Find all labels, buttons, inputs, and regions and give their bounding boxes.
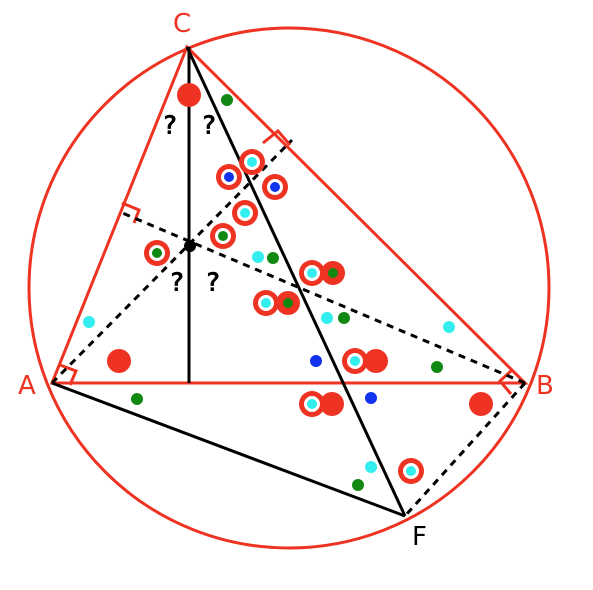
orthocenter-dot xyxy=(184,240,196,252)
green-dot xyxy=(221,94,233,106)
green-dot xyxy=(338,312,350,324)
ringed-dot xyxy=(342,348,368,374)
red-dot xyxy=(469,392,493,416)
vertex-label-a: A xyxy=(18,371,36,401)
ringed-dot xyxy=(299,391,325,417)
right-angle-icon xyxy=(262,128,292,146)
green-dot xyxy=(283,298,293,308)
angle-question-mark: ? xyxy=(162,111,178,141)
cyan-dot xyxy=(365,461,377,473)
blue-dot xyxy=(365,392,377,404)
dashed-side-bf xyxy=(403,381,527,518)
segment-cf xyxy=(185,46,407,517)
ringed-dot xyxy=(253,290,279,316)
right-angle-icon xyxy=(497,368,514,395)
cyan-dot xyxy=(83,316,95,328)
red-dot xyxy=(107,349,131,373)
cyan-dot xyxy=(443,321,455,333)
ringed-dot xyxy=(239,149,265,175)
green-dot xyxy=(352,479,364,491)
angle-question-mark: ? xyxy=(205,268,221,298)
segment-af xyxy=(51,381,406,518)
green-dot xyxy=(131,393,143,405)
right-angle-icon xyxy=(59,363,78,386)
triangle-abc xyxy=(49,44,529,385)
ringed-dot xyxy=(398,458,424,484)
ringed-dot xyxy=(299,260,325,286)
angle-question-mark: ? xyxy=(201,111,217,141)
circumcircle xyxy=(27,26,551,550)
ringed-dot xyxy=(210,223,236,249)
red-dot xyxy=(320,392,344,416)
green-dot xyxy=(328,268,338,278)
green-dot xyxy=(431,361,443,373)
cyan-dot xyxy=(252,251,264,263)
angle-question-mark: ? xyxy=(169,268,185,298)
ringed-dot xyxy=(262,174,288,200)
vertex-label-b: B xyxy=(536,371,554,401)
green-dot xyxy=(267,252,279,264)
ringed-dot xyxy=(216,164,242,190)
cyan-dot xyxy=(321,312,333,324)
red-dot xyxy=(177,83,201,107)
dashed-altitude-a xyxy=(50,138,294,385)
vertex-label-f: F xyxy=(412,522,427,552)
ringed-dot xyxy=(144,240,170,266)
red-dot xyxy=(364,349,388,373)
ringed-dot xyxy=(232,200,258,226)
vertex-label-c: C xyxy=(173,9,191,39)
blue-dot xyxy=(310,355,322,367)
